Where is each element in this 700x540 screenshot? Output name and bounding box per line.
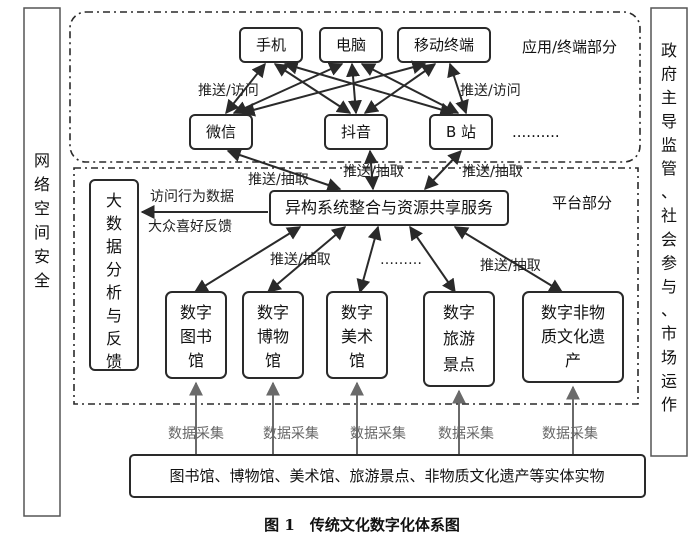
bigdata-analysis-label: 大数据分析与反馈 — [106, 191, 122, 371]
right-panel-label: 政府主导监管、社会参与、市场运作 — [661, 41, 677, 414]
entities-box — [129, 454, 646, 498]
apps-more-ellipsis: .......... — [512, 123, 560, 141]
venue-library-box — [165, 291, 227, 379]
app-bilibili-label: B 站 — [446, 123, 476, 141]
venue-museum-box — [242, 291, 304, 379]
app-douyin-label: 抖音 — [341, 123, 371, 141]
collect-label-3: 数据采集 — [350, 425, 406, 442]
arrow-douyin-integration — [364, 149, 379, 191]
app-section-title: 应用/终端部分 — [522, 38, 617, 56]
venue-library-label: 数字图书馆 — [180, 303, 212, 370]
venue-heritage-box — [522, 291, 624, 383]
integration-service-box — [269, 190, 509, 226]
arrow-wechat-integration — [226, 148, 342, 192]
terminal-link-label-left: 推送/访问 — [198, 83, 259, 99]
arrow-integration-museum — [266, 226, 347, 293]
mesh-arrow-mobile-bilibili — [447, 62, 469, 115]
link-label-douyin: 推送/抽取 — [343, 164, 404, 180]
collect-label-4: 数据采集 — [438, 425, 494, 442]
arrow-integration-heritage — [453, 226, 564, 293]
terminal-computer-label: 电脑 — [336, 36, 366, 54]
venue-tourism-box — [423, 291, 495, 387]
integration-service-label: 异构系统整合与资源共享服务 — [285, 198, 493, 217]
venue-artmuseum-box — [326, 291, 388, 379]
arrow-integration-artmuseum — [356, 225, 382, 294]
left-panel-label: 网络空间安全 — [34, 151, 50, 290]
entities-label: 图书馆、博物馆、美术馆、旅游景点、非物质文化遗产等实体实物 — [169, 467, 604, 485]
arrow-bilibili-integration — [424, 149, 462, 191]
bigdata-analysis-box — [89, 179, 139, 371]
app-bilibili-box — [429, 114, 493, 150]
right-side-panel — [650, 7, 688, 457]
feedback-label-preference: 大众喜好反馈 — [148, 219, 232, 235]
link-label-down-left: 推送/抽取 — [270, 252, 331, 268]
venue-museum-label: 数字博物馆 — [257, 303, 289, 370]
platform-section-title: 平台部分 — [552, 194, 612, 212]
terminal-app-mesh — [225, 60, 469, 117]
link-label-down-right: 推送/抽取 — [480, 258, 541, 274]
collect-label-1: 数据采集 — [168, 425, 224, 442]
venue-artmuseum-label: 数字美术馆 — [341, 303, 373, 370]
link-label-wechat: 推送/抽取 — [248, 172, 309, 188]
mesh-arrow-phone-bilibili — [283, 60, 455, 117]
figure-caption: 图 1 传统文化数字化体系图 — [264, 516, 460, 534]
terminal-phone-label: 手机 — [256, 36, 286, 54]
venue-tourism-label: 数字旅游景点 — [443, 303, 475, 374]
venue-heritage-label: 数字非物质文化遗产 — [541, 303, 605, 370]
terminal-link-label-right: 推送/访问 — [460, 83, 521, 99]
collect-label-5: 数据采集 — [542, 425, 598, 442]
collect-label-2: 数据采集 — [263, 425, 319, 442]
link-label-down-ellipsis: ……… — [380, 252, 422, 268]
app-section-frame — [69, 11, 641, 163]
left-side-panel — [23, 7, 61, 517]
mesh-arrow-mobile-wechat — [240, 60, 427, 117]
feedback-label-access: 访问行为数据 — [150, 189, 234, 205]
app-wechat-label: 微信 — [206, 123, 236, 141]
terminal-mobile-label: 移动终端 — [414, 36, 474, 54]
arrow-integration-tourism — [409, 225, 456, 294]
app-wechat-box — [189, 114, 253, 150]
mesh-arrow-computer-douyin — [346, 62, 362, 115]
mesh-arrow-mobile-douyin — [363, 63, 437, 114]
link-label-bilibili: 推送/抽取 — [462, 164, 523, 180]
